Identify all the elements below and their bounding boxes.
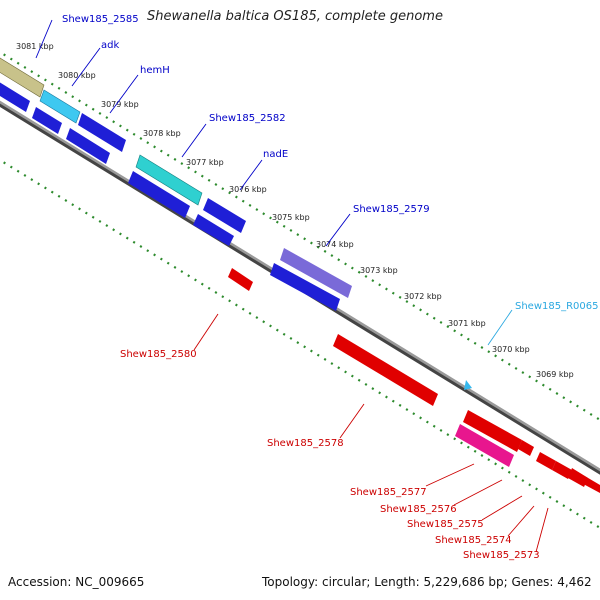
tick-label: 3070 kbp [492, 345, 530, 354]
gene-label[interactable]: Shew185_R0065 [515, 301, 599, 312]
gene-label[interactable]: Shew185_2575 [407, 519, 484, 530]
tick-label: 3072 kbp [404, 292, 442, 301]
tick-labels: 3081 kbp 3080 kbp 3079 kbp 3078 kbp 3077… [16, 42, 574, 379]
tick-label: 3069 kbp [536, 370, 574, 379]
tick-label: 3075 kbp [272, 213, 310, 222]
gene-arrow[interactable] [32, 107, 62, 134]
accession-text: Accession: NC_009665 [8, 575, 145, 589]
gene-label[interactable]: Shew185_2579 [353, 204, 430, 215]
tick-label: 3071 kbp [448, 319, 486, 328]
gene-shew185-2576[interactable] [455, 424, 514, 467]
tick-label: 3077 kbp [186, 158, 224, 167]
genome-summary-text: Topology: circular; Length: 5,229,686 bp… [262, 575, 592, 589]
gene-nade[interactable] [203, 198, 246, 233]
gene-shew185-2577[interactable] [463, 410, 522, 452]
gene-label[interactable]: Shew185_2577 [350, 487, 427, 498]
genome-title: Shewanella baltica OS185, complete genom… [147, 9, 443, 24]
tick-label: 3080 kbp [58, 71, 96, 80]
gene-arrow[interactable] [0, 80, 30, 112]
gene-label[interactable]: Shew185_2574 [435, 535, 512, 546]
gene-label[interactable]: Shew185_2582 [209, 113, 286, 124]
gene-shew185-r0065[interactable] [464, 380, 472, 390]
gene-arrow[interactable] [66, 128, 110, 164]
tick-label: 3073 kbp [360, 266, 398, 275]
label-leaders [35, 19, 549, 553]
gene-shew185-2575[interactable] [518, 440, 534, 456]
gene-arrow[interactable] [270, 263, 340, 311]
gene-shew185-2579[interactable] [280, 248, 352, 298]
gene-label[interactable]: hemH [140, 65, 170, 76]
gene-adk[interactable] [39, 89, 81, 124]
gene-shew185-2582[interactable] [135, 154, 203, 206]
gene-arrow[interactable] [574, 472, 600, 493]
gene-label[interactable]: Shew185_2578 [267, 438, 344, 449]
gene-hemh[interactable] [78, 113, 126, 152]
gene-label[interactable]: Shew185_2585 [62, 14, 139, 25]
tick-label: 3074 kbp [316, 240, 354, 249]
gene-shew185-2585[interactable] [0, 57, 45, 98]
lower-tick-track [0, 158, 600, 530]
gene-labels: Shew185_2585 adk hemH Shew185_2582 nadE … [62, 14, 599, 561]
gene-shew185-2574[interactable] [536, 452, 556, 470]
gene-shew185-2578[interactable] [333, 334, 438, 406]
tick-label: 3076 kbp [229, 185, 267, 194]
gene-label[interactable]: Shew185_2580 [120, 349, 197, 360]
reverse-genes [228, 268, 600, 493]
gene-arrow[interactable] [128, 171, 190, 218]
gene-label[interactable]: Shew185_2576 [380, 504, 457, 515]
upper-tick-track [0, 50, 600, 422]
gene-shew185-2573[interactable] [552, 461, 572, 479]
gene-label[interactable]: adk [101, 40, 119, 51]
forward-genes [0, 57, 472, 390]
tick-label: 3078 kbp [143, 129, 181, 138]
gene-arrow[interactable] [193, 214, 234, 246]
tick-label: 3081 kbp [16, 42, 54, 51]
gene-label[interactable]: nadE [263, 149, 288, 160]
gene-shew185-2580[interactable] [228, 268, 253, 291]
gene-label[interactable]: Shew185_2573 [463, 550, 540, 561]
tick-label: 3079 kbp [101, 100, 139, 109]
